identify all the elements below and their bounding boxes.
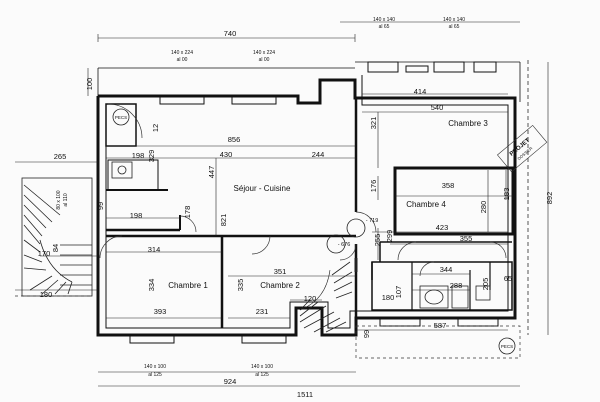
room-label-chambre4: Chambre 4 <box>406 200 446 209</box>
fixtures <box>111 108 516 355</box>
dimension-value: 299 <box>385 230 394 243</box>
room-label-chambre3: Chambre 3 <box>448 119 488 128</box>
dimension-value: 107 <box>394 286 403 299</box>
interior-walls <box>105 98 515 328</box>
window-label: 140 x 224 <box>253 50 275 56</box>
level-marker-icon <box>326 234 346 254</box>
dimension-value: 335 <box>236 279 245 292</box>
room-label-chambre1: Chambre 1 <box>168 281 208 290</box>
level-mark: - 676 <box>338 242 351 248</box>
dimension-value: 183 <box>502 188 511 201</box>
sink-icon <box>111 161 133 179</box>
dimension-value: 231 <box>256 307 269 316</box>
window-label: 140 x 100 <box>251 364 273 370</box>
dimension-value: 280 <box>479 201 488 214</box>
dimension-value: 99 <box>362 330 371 338</box>
dimension-value: 244 <box>312 150 325 159</box>
dimension-value: 180 <box>382 293 395 302</box>
window-label: al 65 <box>379 24 390 30</box>
dimension-value: 198 <box>132 151 145 160</box>
room-labels: Séjour - Cuisine Chambre 1 Chambre 2 Cha… <box>168 119 488 290</box>
tags: PECS PECS - 719 - 676 <box>115 115 513 349</box>
dimension-value: 205 <box>481 278 490 291</box>
dimension-value: 84 <box>51 244 60 252</box>
window-label: 140 x 100 <box>144 364 166 370</box>
window-label: 140 x 140 <box>443 17 465 23</box>
dimension-value: 265 <box>54 152 67 161</box>
dimension-value: 423 <box>436 223 449 232</box>
dimension-value: 170 <box>38 249 51 258</box>
window-labels: 140 x 224 al 00 140 x 224 al 00 140 x 14… <box>56 17 465 378</box>
window-label: 80 x 100 <box>56 190 62 209</box>
window-label: al 00 <box>259 57 270 63</box>
pecs-tag: PECS <box>115 115 127 120</box>
terrace-outline <box>15 295 521 359</box>
dimension-value: 288 <box>450 281 463 290</box>
sink-basin-icon <box>117 165 127 175</box>
window-label: 140 x 140 <box>373 17 395 23</box>
pecs-tag: PECS <box>501 344 513 349</box>
window-label: al 110 <box>63 193 69 206</box>
level-mark: - 719 <box>366 218 379 224</box>
room-label-sejour: Séjour - Cuisine <box>234 184 291 193</box>
dimension-value: 178 <box>183 206 192 219</box>
dimension-value: 314 <box>148 245 161 254</box>
dimension-value: 414 <box>414 87 427 96</box>
room-label-chambre2: Chambre 2 <box>260 281 300 290</box>
staircase-centre <box>299 261 353 333</box>
dimension-value: 65 <box>504 274 512 283</box>
dimension-value: 344 <box>440 265 453 274</box>
dimension-value: 329 <box>147 150 156 163</box>
window-label: al 125 <box>148 372 162 378</box>
water-heater-icon <box>498 337 516 355</box>
shower-icon <box>475 285 491 301</box>
dimension-value: 180 <box>40 290 53 299</box>
dimension-value: 176 <box>369 180 378 193</box>
dimension-values: 740 100 265 856 430 244 198 329 447 198 … <box>38 29 554 399</box>
level-marker-icon <box>346 218 366 238</box>
window-label: 140 x 224 <box>171 50 193 56</box>
dimension-value: 821 <box>219 214 228 227</box>
dimension-value: 358 <box>442 181 455 190</box>
dimension-value: 334 <box>147 279 156 292</box>
dimension-value: 198 <box>130 211 143 220</box>
dimension-value: 447 <box>207 166 216 179</box>
dimension-value: 351 <box>274 267 287 276</box>
toilet-icon <box>451 285 469 309</box>
bathtub-icon <box>419 285 449 309</box>
dimension-value: 587 <box>434 321 447 330</box>
dimension-value: 856 <box>228 135 241 144</box>
dimension-value: 12 <box>151 124 160 132</box>
window-label: al 125 <box>255 372 269 378</box>
dimension-value: 393 <box>154 307 167 316</box>
dimension-value: 892 <box>545 192 554 205</box>
dimension-value: 1511 <box>297 390 313 399</box>
dimension-value: 100 <box>85 78 94 91</box>
water-heater-icon <box>112 108 130 126</box>
dimension-value: 740 <box>224 29 237 38</box>
exterior-walls <box>96 60 529 337</box>
dimension-value: 540 <box>431 103 444 112</box>
window-label: al 65 <box>449 24 460 30</box>
dimension-value: 255 <box>373 234 382 247</box>
dimension-value: 120 <box>304 294 317 303</box>
dimension-lines <box>15 21 549 387</box>
dimension-value: 355 <box>460 234 473 243</box>
dimension-value: 321 <box>369 117 378 130</box>
dimension-value: 99 <box>96 202 105 210</box>
door-swings <box>99 103 507 277</box>
dimension-value: 430 <box>220 150 233 159</box>
dimension-value: 924 <box>224 377 237 386</box>
window-label: al 00 <box>177 57 188 63</box>
